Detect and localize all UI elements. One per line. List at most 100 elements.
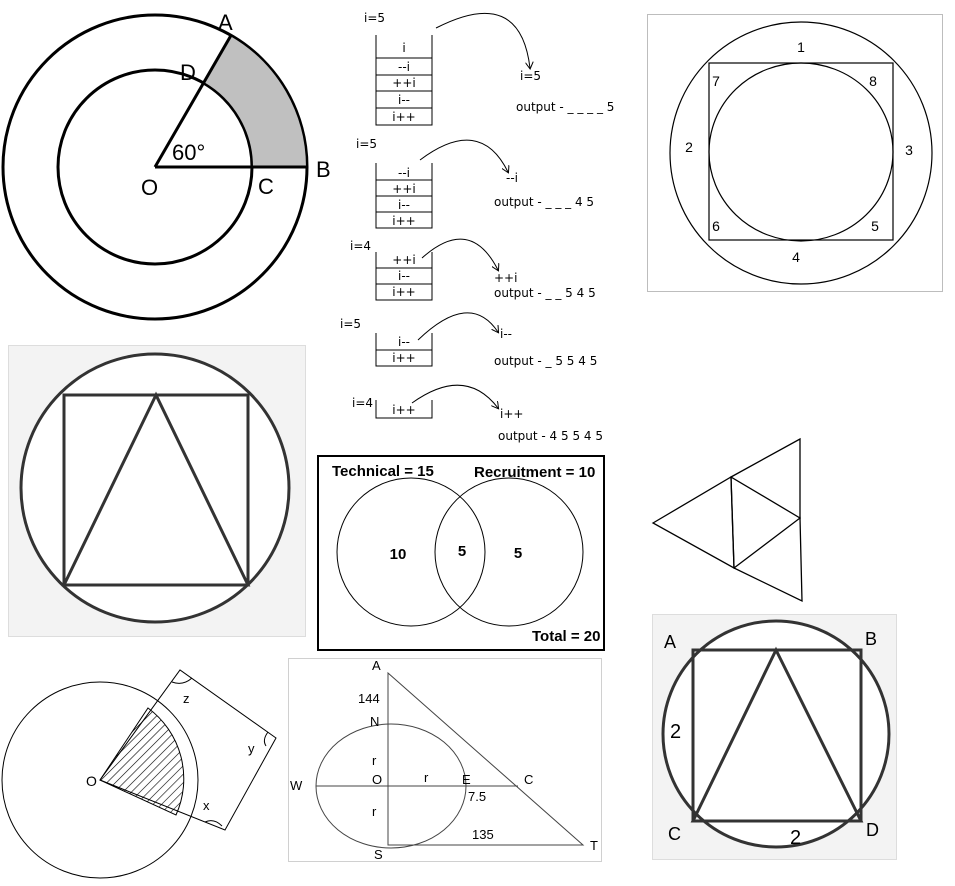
bottom-triangle <box>732 516 803 603</box>
region-2: 2 <box>685 139 693 155</box>
step-5-i: i=4 <box>352 396 373 410</box>
step-4-item-2: i++ <box>392 351 415 365</box>
step-1-popped: i=5 <box>520 69 541 83</box>
step-1-output: output - _ _ _ _ 5 <box>516 100 614 114</box>
label-s: S <box>374 847 383 862</box>
segment-oe: r <box>424 770 429 785</box>
inscribed-triangle <box>690 646 864 823</box>
stack-trace-figure: i=5 i --i ++i i-- i++ i=5 output - _ _ _… <box>340 0 640 450</box>
step-2-i: i=5 <box>356 137 377 151</box>
venn-right-title: Recruitment = 10 <box>474 464 595 481</box>
venn-left-title: Technical = 15 <box>332 463 434 480</box>
sector-figure: O z y x <box>0 660 285 881</box>
stack-step-3: i=4 ++i i-- i++ ++i output - _ _ 5 4 5 <box>350 238 596 301</box>
region-4: 4 <box>792 249 800 265</box>
label-w: W <box>290 778 303 793</box>
segment-os: r <box>372 804 377 819</box>
circle-square-triangle-figure <box>8 345 306 637</box>
label-a: A <box>372 658 381 673</box>
label-t: T <box>590 838 598 853</box>
step-4-item-1: i-- <box>398 335 410 349</box>
step-2-item-3: i-- <box>398 198 410 212</box>
step-5-item-1: i++ <box>392 403 415 417</box>
segment-no: r <box>372 753 377 768</box>
circumcircle <box>661 619 891 849</box>
right-triangle <box>387 671 585 846</box>
venn-both: 5 <box>458 543 466 560</box>
label-b: B <box>865 629 877 649</box>
right-triangle-figure: A N W O E C S T 144 r r r 7.5 135 <box>288 658 602 862</box>
radius-oa <box>153 34 233 168</box>
label-y: y <box>248 741 255 756</box>
label-z: z <box>183 691 190 706</box>
step-4-i: i=5 <box>340 317 361 331</box>
label-d: D <box>866 820 879 840</box>
stack-step-2: i=5 --i ++i i-- i++ --i output - _ _ _ 4… <box>356 137 594 229</box>
step-1-item-3: ++i <box>392 76 415 90</box>
step-2-item-4: i++ <box>392 214 415 228</box>
region-8: 8 <box>869 73 877 89</box>
segment-st: 135 <box>472 827 494 842</box>
label-o: O <box>86 773 97 789</box>
label-c: C <box>524 772 533 787</box>
side-left-length: 2 <box>670 721 681 743</box>
step-5-output: output - 4 5 5 4 5 <box>498 429 603 443</box>
middle-edge <box>730 476 735 569</box>
label-e: E <box>462 772 471 787</box>
label-o: O <box>372 772 382 787</box>
label-a: A <box>664 632 676 652</box>
region-3: 3 <box>905 142 913 158</box>
venn-figure: Technical = 15 Recruitment = 10 10 5 5 T… <box>316 455 606 653</box>
segment-ec: 7.5 <box>468 789 486 804</box>
venn-left-only: 10 <box>390 546 407 563</box>
step-3-popped: ++i <box>494 271 517 285</box>
annulus-figure: A B C D O 60° <box>0 0 345 325</box>
hatched-sector <box>99 707 185 816</box>
step-4-output: output - _ 5 5 4 5 <box>494 354 597 368</box>
step-1-item-1: i <box>402 41 405 55</box>
step-3-item-3: i++ <box>392 285 415 299</box>
inscribed-triangle <box>61 391 251 587</box>
regions-figure: 1 2 3 4 5 6 7 8 <box>647 14 943 292</box>
step-1-i: i=5 <box>364 11 385 25</box>
shaded-ring-sector <box>202 34 309 168</box>
step-3-output: output - _ _ 5 4 5 <box>494 286 596 300</box>
step-1-item-5: i++ <box>392 110 415 124</box>
label-a: A <box>218 10 233 35</box>
venn-circle-technical <box>336 477 486 627</box>
main-circle <box>1 681 199 879</box>
circumcircle <box>19 352 291 624</box>
region-6: 6 <box>712 218 720 234</box>
venn-right-only: 5 <box>514 545 522 562</box>
quadrilateral <box>99 669 277 831</box>
segment-an: 144 <box>358 691 380 706</box>
step-1-item-2: --i <box>398 60 410 74</box>
label-n: N <box>370 714 379 729</box>
region-5: 5 <box>871 218 879 234</box>
top-triangle <box>729 437 801 520</box>
step-2-item-1: --i <box>398 166 410 180</box>
stack-step-1: i=5 i --i ++i i-- i++ i=5 output - _ _ _… <box>364 11 614 126</box>
step-1-item-4: i-- <box>398 93 410 107</box>
label-c: C <box>258 174 274 199</box>
label-c: C <box>668 824 681 844</box>
step-2-output: output - _ _ _ 4 5 <box>494 195 594 209</box>
step-2-item-2: ++i <box>392 182 415 196</box>
stack-step-4: i=5 i-- i++ i-- output - _ 5 5 4 5 <box>340 312 597 368</box>
inner-circle <box>708 62 894 242</box>
step-3-item-1: ++i <box>392 253 415 267</box>
left-triangle <box>651 475 735 570</box>
venn-circle-recruitment <box>434 477 584 627</box>
square <box>708 62 894 241</box>
label-o: O <box>141 175 158 200</box>
triangles-figure <box>650 435 810 605</box>
label-b: B <box>316 157 331 182</box>
region-1: 1 <box>797 39 805 55</box>
step-3-item-2: i-- <box>398 269 410 283</box>
outer-circle <box>669 21 933 285</box>
step-3-i: i=4 <box>350 239 371 253</box>
venn-total: Total = 20 <box>532 628 601 645</box>
region-7: 7 <box>712 73 720 89</box>
stack-step-5: i=4 i++ i++ output - 4 5 5 4 5 <box>352 384 603 443</box>
side-bottom-length: 2 <box>790 827 801 849</box>
